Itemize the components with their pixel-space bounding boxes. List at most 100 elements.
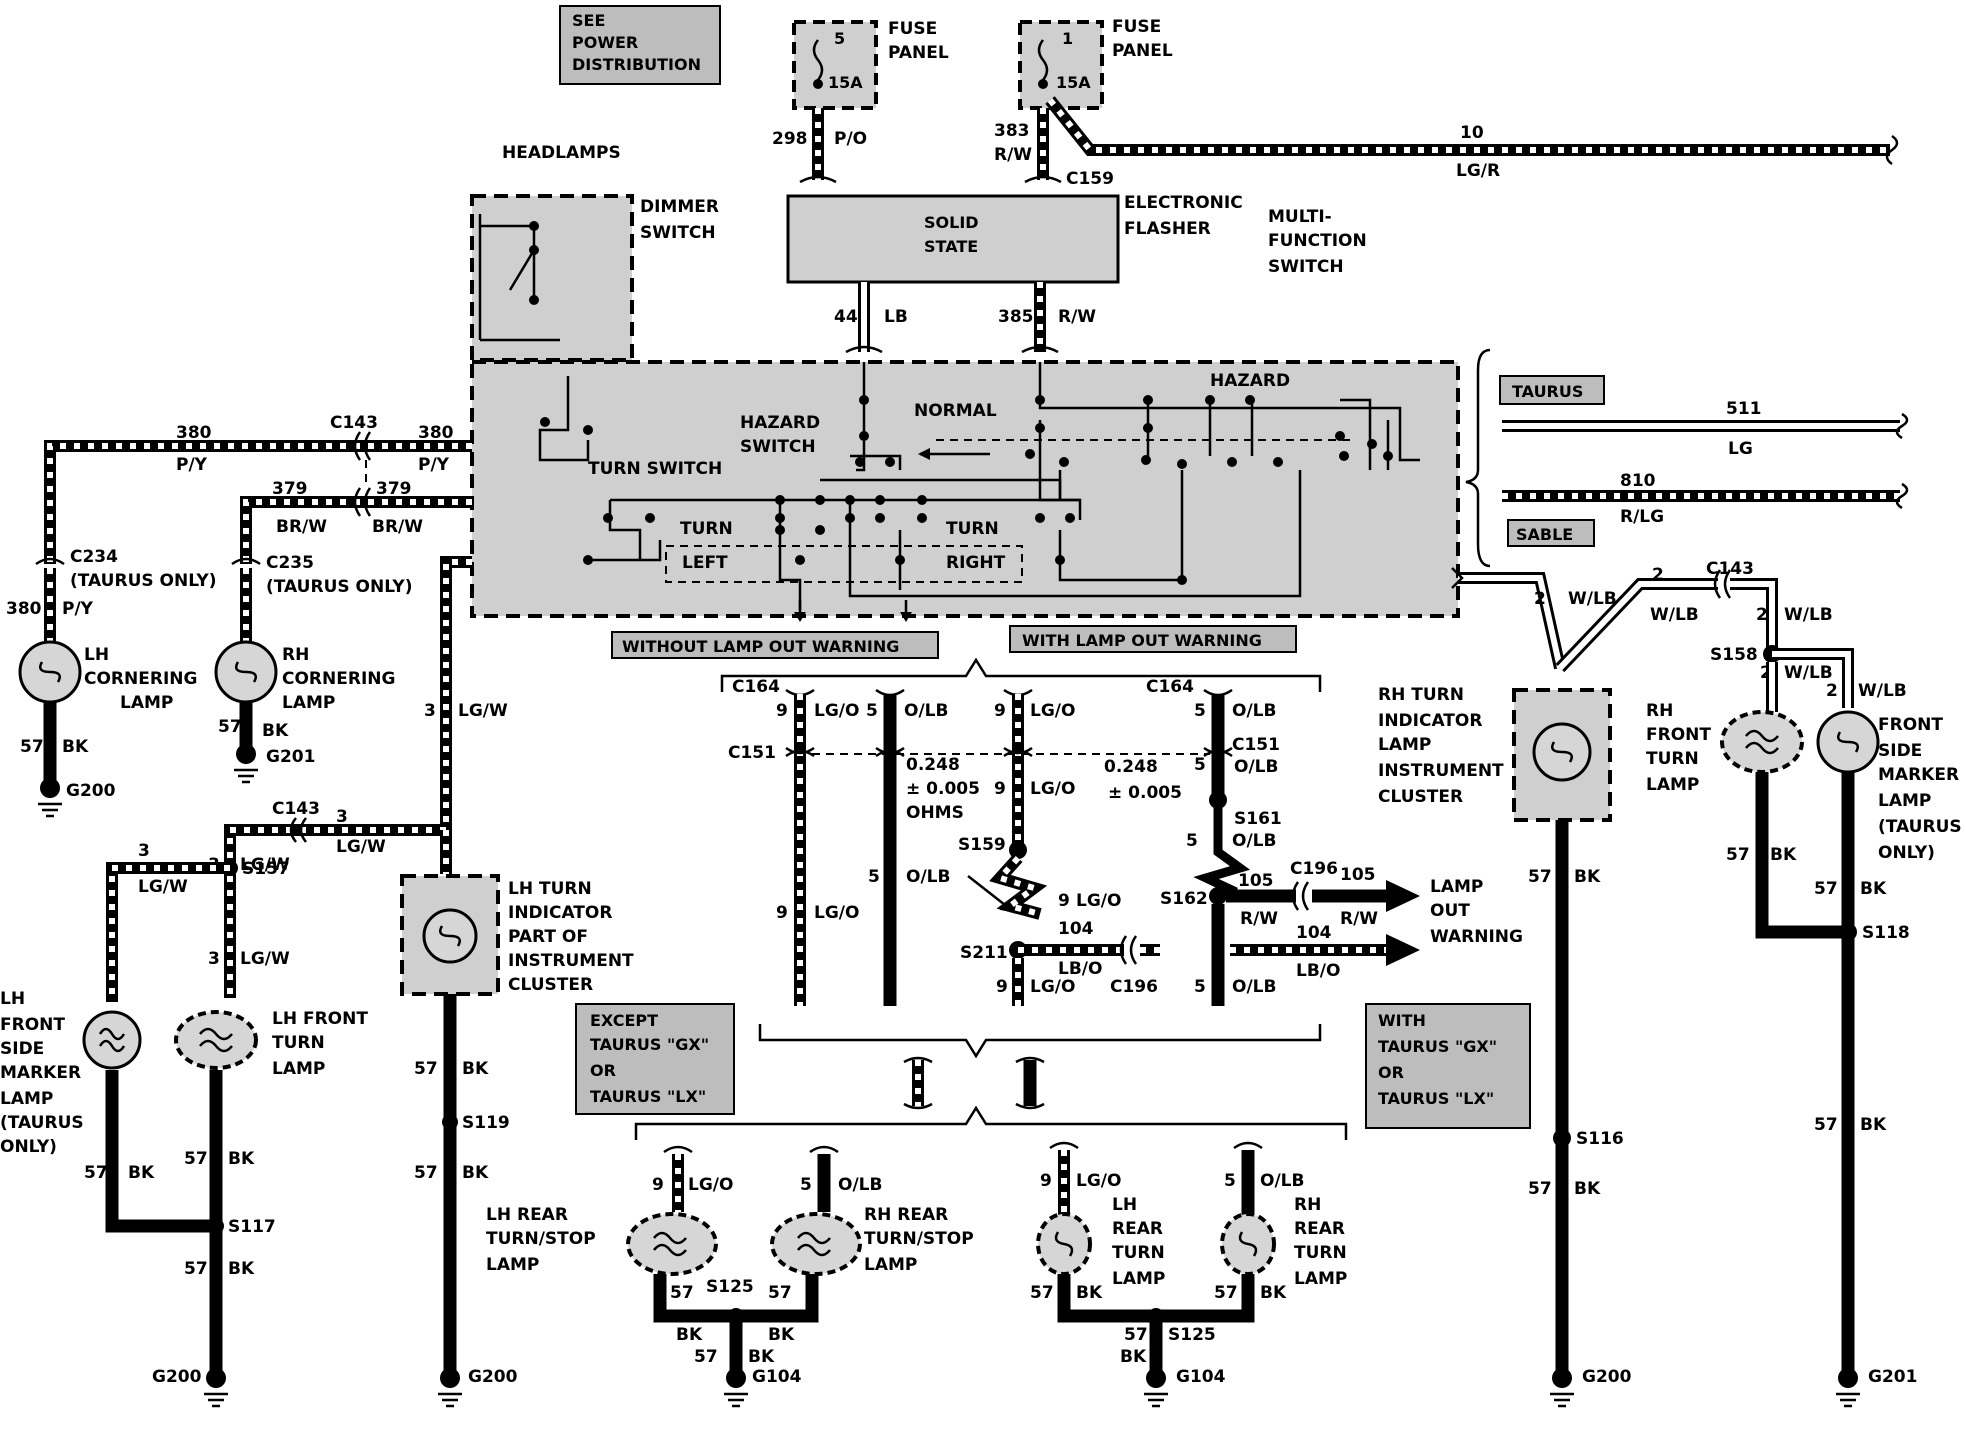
svg-text:SWITCH: SWITCH <box>740 437 816 457</box>
svg-text:BK: BK <box>62 737 89 757</box>
taurus-sable-brace: TAURUS SABLE <box>1465 348 1605 568</box>
svg-text:TURN: TURN <box>1294 1243 1347 1263</box>
svg-text:S157: S157 <box>242 859 290 879</box>
svg-text:DISTRIBUTION: DISTRIBUTION <box>572 55 701 74</box>
with-taurus-tag: WITH TAURUS "GX" OR TAURUS "LX" <box>1365 1003 1531 1129</box>
middle-link-wires <box>903 1056 1045 1110</box>
svg-text:O/LB: O/LB <box>904 701 948 721</box>
svg-text:FUSE: FUSE <box>1112 17 1161 37</box>
wire-44: 44 LB <box>834 282 908 354</box>
svg-text:5: 5 <box>868 867 880 887</box>
svg-text:O/LB: O/LB <box>1232 701 1276 721</box>
svg-text:TURN: TURN <box>1646 749 1699 769</box>
svg-text:RH TURN: RH TURN <box>1378 685 1464 705</box>
svg-text:511: 511 <box>1726 399 1762 419</box>
svg-text:57: 57 <box>1030 1283 1054 1303</box>
wire-10: 10 LG/R <box>1045 96 1899 181</box>
svg-text:ELECTRONIC: ELECTRONIC <box>1124 193 1243 213</box>
svg-text:C196: C196 <box>1110 977 1158 997</box>
svg-text:2: 2 <box>1652 565 1664 585</box>
rh-cornering-lamp: RH CORNERING LAMP 57 BK G201 <box>214 640 395 784</box>
svg-text:57: 57 <box>414 1163 438 1183</box>
svg-text:57: 57 <box>84 1163 108 1183</box>
svg-text:C234: C234 <box>70 547 118 567</box>
svg-text:R/W: R/W <box>1340 909 1378 929</box>
rh-rear-turn-stop-lamp: 5 O/LB RH REAR TURN/STOP LAMP <box>770 1145 974 1276</box>
svg-text:LG/W: LG/W <box>240 949 290 969</box>
svg-text:C143: C143 <box>330 413 378 433</box>
svg-text:105: 105 <box>1340 865 1376 885</box>
svg-text:WITH LAMP OUT WARNING: WITH LAMP OUT WARNING <box>1022 631 1262 650</box>
svg-text:9: 9 <box>776 701 788 721</box>
svg-text:PART OF: PART OF <box>508 927 588 947</box>
svg-text:15A: 15A <box>828 73 863 92</box>
wire-9-without: C164 C151 9 LG/O 9 LG/O <box>728 677 859 1006</box>
svg-text:LEFT: LEFT <box>682 553 728 573</box>
svg-text:0.248: 0.248 <box>1104 757 1158 777</box>
svg-text:P/Y: P/Y <box>62 599 94 619</box>
lh-cornering-lamp: LH CORNERING LAMP 57 BK G200 <box>18 640 197 818</box>
svg-text:LB: LB <box>884 307 908 327</box>
svg-text:57: 57 <box>218 717 242 737</box>
svg-text:380: 380 <box>176 423 212 443</box>
svg-text:STATE: STATE <box>924 237 978 256</box>
wire-5-with: C164 5 O/LB 5 C151 O/LB 0.248 ± 0.005 S1… <box>1104 677 1282 1006</box>
svg-text:BK: BK <box>462 1059 489 1079</box>
svg-text:3: 3 <box>424 701 436 721</box>
svg-text:5: 5 <box>834 29 845 48</box>
svg-text:TAURUS "LX": TAURUS "LX" <box>590 1087 706 1106</box>
svg-text:FRONT: FRONT <box>1878 715 1943 735</box>
svg-text:LH: LH <box>1112 1195 1137 1215</box>
svg-text:S159: S159 <box>958 835 1006 855</box>
svg-text:810: 810 <box>1620 471 1656 491</box>
multi-function-switch-label: MULTI- FUNCTION SWITCH <box>1268 207 1367 277</box>
dimmer-switch: DIMMER SWITCH <box>470 194 719 362</box>
wire-3-main: 3 LG/W C143 3 LG/W 3 LG/W S157 3 LG/W 3 … <box>106 556 508 1002</box>
svg-text:SIDE: SIDE <box>1878 741 1922 761</box>
svg-text:57: 57 <box>184 1149 208 1169</box>
svg-text:EXCEPT: EXCEPT <box>590 1011 658 1030</box>
svg-text:WARNING: WARNING <box>1430 927 1523 947</box>
lamp-out-warning-label: LAMP OUT WARNING <box>1430 877 1523 947</box>
rh-front-turn-lamp: RH FRONT TURN LAMP 57 BK <box>1646 701 1848 939</box>
svg-text:TURN: TURN <box>272 1033 325 1053</box>
svg-text:44: 44 <box>834 307 858 327</box>
svg-text:CORNERING: CORNERING <box>84 669 197 689</box>
wire-385: 385 R/W <box>998 282 1096 354</box>
wire-104-lamp-out: 104 LB/O <box>1230 923 1420 981</box>
svg-text:LG/R: LG/R <box>1456 161 1500 181</box>
svg-text:MARKER: MARKER <box>1878 765 1959 785</box>
svg-text:FUSE: FUSE <box>888 19 937 39</box>
svg-text:LAMP: LAMP <box>282 693 335 713</box>
wire-2-main: 2 W/LB 2 W/LB C143 2 W/LB S158 2 W/LB 2 … <box>1451 559 1907 712</box>
except-taurus-tag: EXCEPT TAURUS "GX" OR TAURUS "LX" <box>575 1003 735 1115</box>
svg-text:TURN/STOP: TURN/STOP <box>864 1229 974 1249</box>
svg-text:RH: RH <box>282 645 309 665</box>
svg-text:10: 10 <box>1460 123 1484 143</box>
svg-text:LAMP: LAMP <box>1430 877 1483 897</box>
svg-text:LB/O: LB/O <box>1296 961 1340 981</box>
lh-front-turn-lamp: LH FRONT TURN LAMP 57 BK S117 57 BK G200 <box>152 1009 368 1408</box>
wire-298: 298 P/O <box>772 108 867 184</box>
svg-text:BK: BK <box>1860 879 1887 899</box>
svg-text:O/LB: O/LB <box>906 867 950 887</box>
lh-front-side-marker-lamp: LH FRONT SIDE MARKER LAMP (TAURUS ONLY) … <box>0 989 216 1233</box>
svg-text:3: 3 <box>208 949 220 969</box>
svg-text:BR/W: BR/W <box>276 517 327 537</box>
svg-text:LAMP: LAMP <box>120 693 173 713</box>
svg-text:OUT: OUT <box>1430 901 1470 921</box>
svg-text:INSTRUMENT: INSTRUMENT <box>508 951 634 971</box>
svg-text:9: 9 <box>652 1175 664 1195</box>
without-lamp-out-tag: WITHOUT LAMP OUT WARNING <box>611 631 939 659</box>
svg-text:TAURUS: TAURUS <box>1512 382 1583 401</box>
rear-brace <box>634 1105 1348 1140</box>
rh-rear-turn-lamp: 5 O/LB RH REAR TURN LAMP <box>1220 1141 1347 1289</box>
svg-text:O/LB: O/LB <box>1234 757 1278 777</box>
svg-text:P/O: P/O <box>834 129 867 149</box>
svg-text:LAMP: LAMP <box>1112 1269 1165 1289</box>
electronic-flasher: SOLID STATE ELECTRONIC FLASHER <box>786 193 1243 284</box>
svg-text:TAURUS "GX": TAURUS "GX" <box>1378 1037 1497 1056</box>
svg-text:POWER: POWER <box>572 33 638 52</box>
svg-text:BK: BK <box>1770 845 1797 865</box>
